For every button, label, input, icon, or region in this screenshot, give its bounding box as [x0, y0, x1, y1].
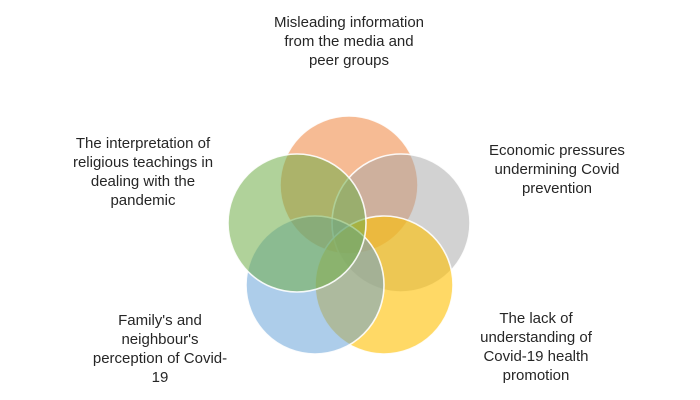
venn-label-economic-pressures: Economic pressures undermining Covid pre… [489, 142, 625, 197]
circle-religious-teachings [227, 153, 367, 293]
venn-label-family-perception: Family's and neighbour's perception of C… [92, 312, 228, 386]
venn-label-religious-teachings: The interpretation of religious teaching… [72, 135, 214, 209]
venn-label-misleading-media: Misleading information from the media an… [273, 14, 425, 69]
venn-label-lack-of-understanding: The lack of understanding of Covid-19 he… [480, 310, 592, 384]
